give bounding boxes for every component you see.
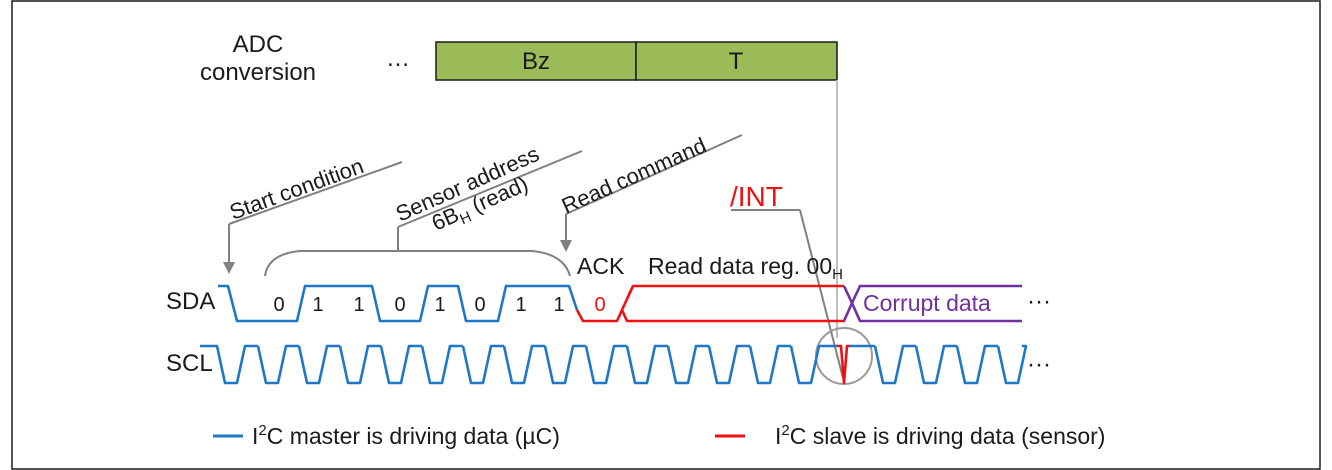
sda-bit: 0: [273, 294, 284, 316]
read-data-sub: H: [832, 266, 843, 283]
sda-master-trace: [218, 284, 579, 323]
scl-waveform: ···: [200, 344, 1051, 385]
ack-bit: 0: [594, 294, 605, 316]
legend-slave-sup: 2: [781, 422, 789, 439]
corrupt-data-label: Corrupt data: [863, 290, 991, 316]
adc-label-line1: ADC: [233, 31, 284, 58]
adc-ellipsis: …: [386, 45, 410, 72]
adc-segment-t-label: T: [729, 48, 744, 75]
sda-bits: 0 1 1 0 1 0 1 1 0: [273, 294, 605, 316]
scl-ellipsis: ···: [1027, 351, 1051, 378]
legend-master-post: C master is driving data (µC): [267, 423, 560, 449]
scl-label: SCL: [166, 350, 213, 377]
sda-bit: 1: [434, 294, 445, 316]
sda-slave-data-top: [625, 285, 635, 300]
legend-slave-pre: I: [775, 423, 781, 449]
sda-bit: 1: [515, 294, 526, 316]
scl-slave-glitch: [838, 344, 850, 385]
adc-segment-bz-label: Bz: [522, 48, 550, 75]
sda-waveform: Corrupt data ···: [218, 284, 1051, 323]
adc-label-line2: conversion: [200, 59, 316, 86]
sda-bit: 1: [353, 294, 364, 316]
legend: I2C master is driving data (µC) I2C slav…: [213, 422, 1105, 449]
sda-corrupt-trace: [842, 284, 1022, 323]
sda-label: SDA: [166, 288, 215, 315]
legend-master-label: I2C master is driving data (µC): [252, 422, 560, 449]
sda-bit: 1: [553, 294, 564, 316]
sda-bit: 0: [474, 294, 485, 316]
sda-bit: 1: [312, 294, 323, 316]
adc-segment-t: [635, 41, 838, 81]
address-brace: [264, 250, 571, 277]
ack-label: ACK: [577, 253, 625, 279]
sda-bit: 0: [394, 294, 405, 316]
legend-master-pre: I: [252, 423, 258, 449]
scl-master-trace: [200, 344, 1028, 385]
legend-slave-label: I2C slave is driving data (sensor): [775, 422, 1105, 449]
read-data-main: Read data reg. 00: [648, 253, 832, 279]
legend-master-sup: 2: [258, 422, 266, 439]
legend-slave-post: C slave is driving data (sensor): [790, 423, 1106, 449]
int-label: /INT: [730, 181, 783, 212]
adc-segment-bz: [435, 41, 637, 81]
read-data-label: Read data reg. 00H: [648, 253, 843, 283]
sda-ellipsis: ···: [1027, 288, 1051, 315]
